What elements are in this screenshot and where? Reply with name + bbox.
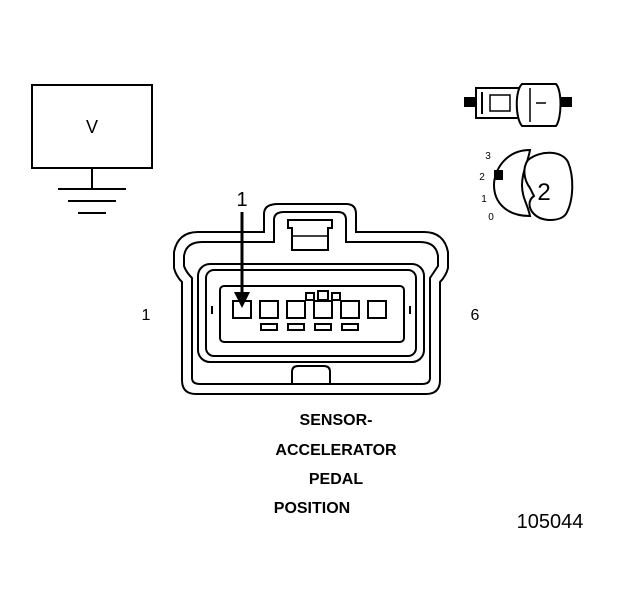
connector-key (291, 365, 331, 384)
ground-icon (58, 168, 126, 214)
lock-indicator-icon (494, 170, 503, 180)
lock-knob-icon (523, 151, 574, 221)
retainer-tab (317, 290, 329, 301)
connector-housing-outer (173, 203, 449, 395)
voltmeter-label: V (86, 117, 98, 137)
lock-back-icon (492, 148, 532, 218)
cavity-block (219, 285, 405, 343)
caption-line-3: PEDAL (309, 471, 363, 488)
connector-body-frame (197, 263, 425, 363)
view-number: 2 (537, 179, 550, 206)
connector-body-inner (205, 269, 417, 357)
connector-side-view-icon (464, 83, 572, 127)
pin-pointer-arrow-icon (234, 212, 250, 308)
pin-2 (259, 300, 279, 331)
retainer-tab (331, 292, 341, 301)
pin-3 (286, 300, 306, 331)
pin-5 (340, 300, 360, 331)
pin-4 (313, 300, 333, 331)
figure-id: 105044 (517, 511, 584, 533)
pin-6 (367, 300, 387, 319)
lock-position-view: 3 2 1 0 2 (479, 148, 574, 223)
caption-line-1: SENSOR- (300, 412, 373, 429)
connector-face (173, 203, 449, 395)
connector-latch (287, 219, 333, 251)
connector-housing-inner (183, 211, 439, 385)
retainer-tab (305, 292, 315, 301)
pin-label-left: 1 (142, 307, 151, 324)
pin-label-right: 6 (471, 307, 480, 324)
scale-mark-2: 2 (479, 172, 485, 183)
caption-line-2: ACCELERATOR (275, 442, 397, 459)
scale-mark-1: 1 (481, 194, 487, 205)
terminal-cavities (232, 290, 387, 331)
scale-mark-3: 3 (485, 151, 491, 162)
voltmeter-symbol: V (31, 84, 153, 214)
scale-mark-0: 0 (488, 212, 494, 223)
caption-line-4: POSITION (274, 500, 350, 517)
pointer-number: 1 (236, 189, 247, 211)
